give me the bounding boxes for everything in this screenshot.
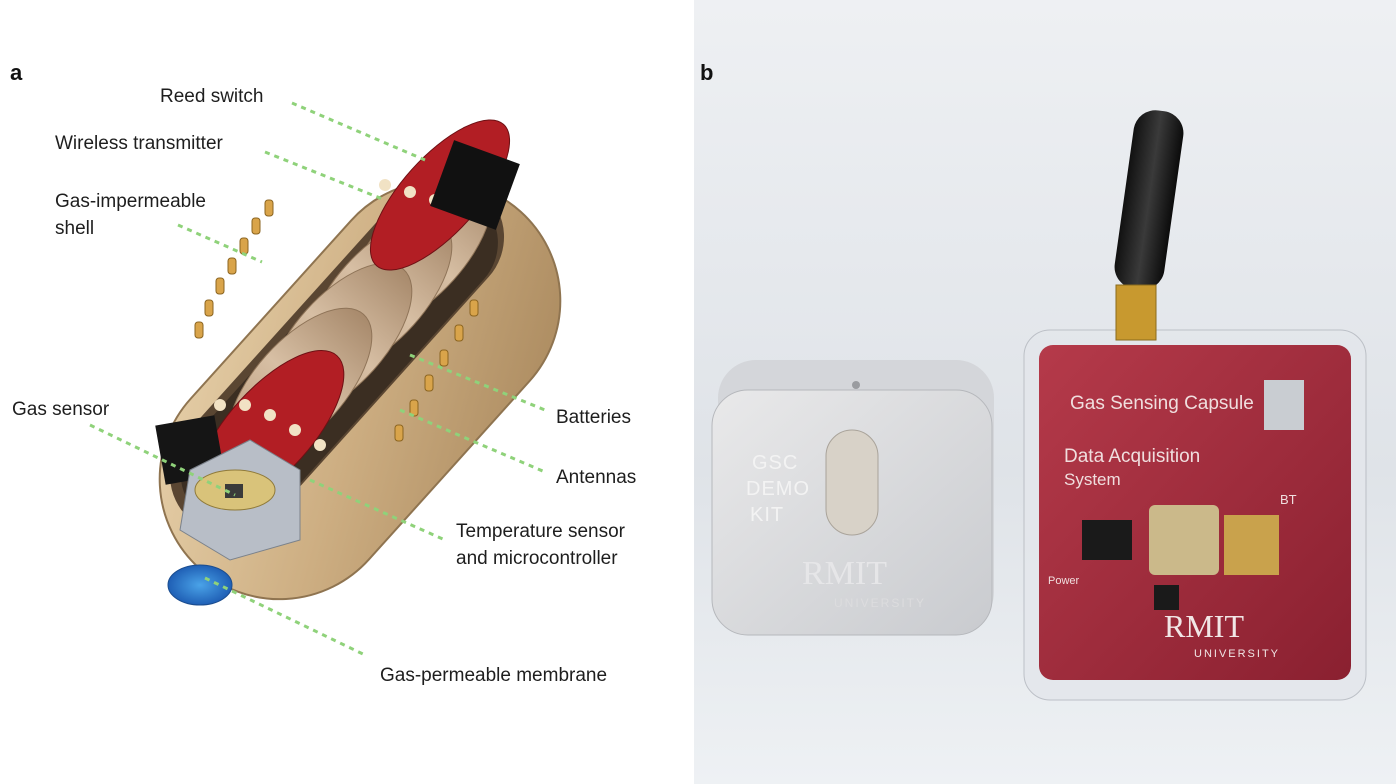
leader-reed-switch [291,101,426,162]
leader-wireless-transmitter [264,150,386,202]
leader-lines [89,101,546,657]
demo-kit-brand: RMIT [802,555,887,592]
label-reed-switch: Reed switch [160,86,264,107]
receiver-line2: Data Acquisition [1064,446,1201,467]
devices-photo [694,0,1396,784]
antennas [194,199,479,442]
receiver-line1: Gas Sensing Capsule [1070,393,1254,414]
gas-permeable-membrane [167,564,233,606]
panel-a: a [0,0,694,784]
panel-a-letter: a [10,60,23,85]
demo-kit-line2: DEMO [746,478,810,500]
receiver-box [1023,329,1367,701]
label-membrane: Gas-permeable membrane [380,665,608,686]
capsule-illustration [89,101,562,657]
label-batteries: Batteries [556,407,631,428]
label-antennas: Antennas [556,467,637,488]
label-temperature-line2: and microcontroller [456,548,618,569]
leader-gas-sensor [89,423,236,497]
leader-shell [177,223,263,264]
receiver-line3: System [1064,470,1121,489]
receiver-bt: BT [1280,492,1297,507]
receiver-brand-sub: UNIVERSITY [1194,648,1281,660]
pcb-bottom [155,350,345,561]
leader-antennas [399,408,546,474]
label-temperature-line1: Temperature sensor [456,521,625,542]
pcb-top [369,119,520,271]
demo-kit-box [711,360,994,636]
receiver-power: Power [1048,575,1080,587]
receiver-brand: RMIT [1164,608,1244,644]
leader-temperature-sensor [309,478,446,542]
panel-b-letter: b [700,60,714,85]
demo-kit-line3: KIT [750,504,785,526]
label-shell-line2: shell [55,218,95,239]
label-wireless-transmitter: Wireless transmitter [55,133,223,154]
label-shell-line1: Gas-impermeable [55,191,206,212]
label-gas-sensor: Gas sensor [12,399,110,420]
panel-b: b GSC DEMO KIT RMIT UNIVERSITY Gas Sensi… [694,0,1396,784]
demo-kit-line1: GSC [752,452,799,474]
leader-batteries [409,353,546,412]
antenna [1114,110,1184,341]
demo-kit-brand-sub: UNIVERSITY [834,596,927,610]
